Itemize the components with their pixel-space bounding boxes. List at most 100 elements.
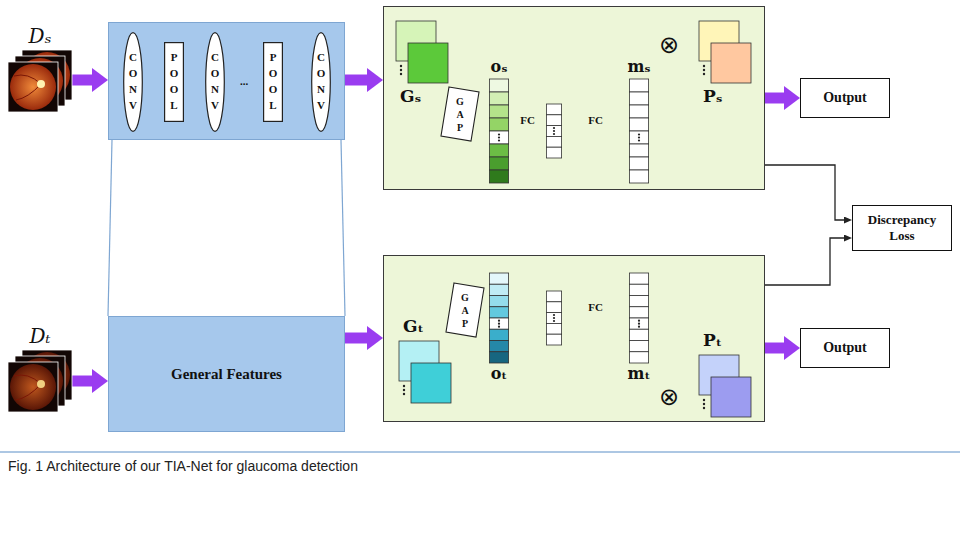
flow-arrow — [765, 93, 784, 104]
ellipsis-dot — [638, 139, 640, 141]
shared-weights-line — [341, 140, 345, 316]
backbone-panel: General Features — [108, 316, 345, 432]
box-label: Output — [823, 90, 867, 107]
ellipsis-dot — [400, 73, 402, 75]
blood-vessel — [14, 375, 41, 400]
vector-cell — [546, 323, 561, 334]
ellipsis-dot — [553, 130, 555, 132]
vector-cell — [546, 302, 561, 313]
variable-label: oₜ — [491, 365, 508, 383]
conv-layer: CONV — [205, 32, 225, 132]
vector-cell — [629, 118, 648, 131]
hidden-vector-drawing — [546, 104, 562, 158]
gap-outline — [446, 283, 484, 337]
variable-label: oₛ — [491, 58, 508, 76]
feature-vector: mₜ — [629, 273, 649, 363]
feature-vector: oₛ — [489, 79, 509, 183]
vector-cell — [629, 318, 648, 329]
vector-cell — [629, 341, 648, 352]
ellipsis-dot — [703, 69, 705, 71]
layer-label: POOL — [169, 50, 180, 114]
variable-label: Gₛ — [400, 87, 421, 106]
pool-outline — [165, 43, 184, 122]
attention-panel: Gₜ GAP oₜ mₜ ⊗ Pₜ — [383, 255, 765, 422]
feature-map-stack: Pₛ — [699, 21, 751, 83]
feature-vector-drawing — [629, 79, 649, 183]
flow-arrow — [345, 333, 367, 344]
vector-cell — [629, 170, 648, 183]
feature-map — [711, 377, 751, 417]
feature-vector-drawing — [489, 273, 509, 363]
attention-panel: GₛGAPoₛmₛ⊗Pₛ — [383, 6, 765, 190]
ellipsis-dot — [498, 326, 500, 328]
ellipsis-dot — [638, 326, 640, 328]
ellipsis-dot — [400, 65, 402, 67]
multiply-symbol: ⊗ — [658, 386, 680, 408]
vector-cell — [489, 329, 508, 340]
edge-label: FC — [586, 114, 605, 127]
ellipsis-dot — [638, 323, 640, 325]
pool-outline — [264, 43, 283, 122]
gap-layer: GAP — [446, 283, 484, 337]
ellipsis-dot — [703, 73, 705, 75]
vector-cell — [629, 352, 648, 363]
panel-label: General Features — [171, 365, 282, 383]
caption-rule — [0, 452, 960, 453]
conv-outline — [206, 33, 225, 132]
conv-layer: CONV — [123, 32, 143, 132]
vector-cell — [629, 79, 648, 92]
feature-vector: oₜ — [489, 273, 509, 363]
vector-cell — [489, 341, 508, 352]
vector-cell — [629, 157, 648, 170]
vector-cell — [489, 92, 508, 105]
ellipsis-dot — [498, 323, 500, 325]
ellipsis-dot — [638, 133, 640, 135]
conv-outline — [312, 33, 331, 132]
retina — [10, 364, 56, 410]
variable-label: Pₛ — [703, 87, 723, 106]
flow-arrow — [345, 75, 367, 86]
box-label: Discrepancy Loss — [859, 212, 945, 243]
ellipsis-dot — [703, 407, 705, 409]
vector-cell — [546, 334, 561, 345]
feature-map-stack-drawing — [699, 355, 751, 417]
ellipsis-dot — [553, 314, 555, 316]
fundus-image-stack: Dₛ — [8, 50, 72, 112]
fundus-frame — [8, 62, 58, 112]
variable-label: Gₜ — [403, 317, 424, 336]
fundus-image-stack-drawing — [8, 50, 72, 112]
feature-map-stack: Pₜ — [699, 355, 751, 417]
layer-label: CONV — [316, 50, 327, 114]
vector-cell — [489, 79, 508, 92]
edge-label: ... — [238, 75, 250, 88]
variable-label: mₛ — [627, 58, 650, 76]
box-label: Output — [823, 340, 867, 357]
ellipsis-dot — [638, 136, 640, 138]
feature-vector-drawing — [629, 273, 649, 363]
optic-disc — [37, 380, 45, 388]
vector-cell — [629, 329, 648, 340]
vector-cell — [629, 273, 648, 284]
ellipsis-dot — [553, 317, 555, 319]
feature-map-stack: Gₛ — [396, 21, 448, 83]
pool-layer: POOL — [263, 42, 283, 122]
layer-label: GAP — [455, 95, 465, 134]
vector-cell — [629, 105, 648, 118]
vector-cell — [629, 296, 648, 307]
ellipsis-dot — [703, 399, 705, 401]
vector-cell — [546, 291, 561, 302]
ellipsis-dot — [400, 69, 402, 71]
hidden-vector — [546, 104, 562, 158]
vector-cell — [629, 92, 648, 105]
variable-label: mₜ — [628, 365, 651, 383]
vector-cell — [629, 144, 648, 157]
output-box: Output — [800, 328, 890, 368]
flow-arrow — [765, 343, 784, 354]
vector-cell — [546, 313, 561, 324]
loss-box: Discrepancy Loss — [852, 205, 952, 251]
layer-label: GAP — [460, 291, 470, 330]
feature-map-stack: Gₜ — [399, 341, 451, 403]
ellipsis-dot — [553, 133, 555, 135]
dataset-label: Dₛ — [29, 25, 52, 47]
